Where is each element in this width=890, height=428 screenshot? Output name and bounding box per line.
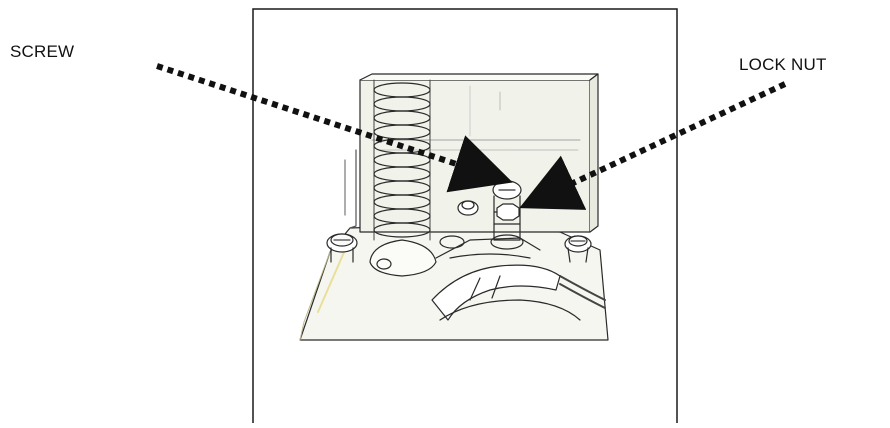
lock-nut-label: LOCK NUT [739,55,827,75]
lock-nut [497,204,519,220]
component-illustration [300,74,608,340]
screw-label: SCREW [10,42,74,62]
